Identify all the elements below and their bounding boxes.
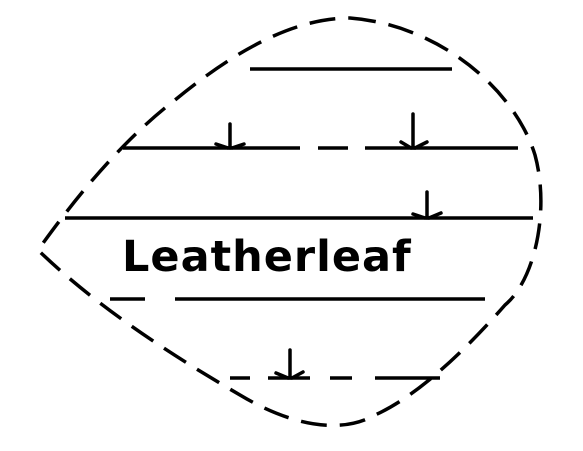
marsh-symbol-icon xyxy=(401,114,427,148)
marsh-symbol-icon xyxy=(413,192,441,218)
marsh-symbol-icon xyxy=(216,124,244,148)
hatch-lines xyxy=(65,69,533,378)
map-label: Leatherleaf xyxy=(122,236,412,279)
marsh-symbol-icon xyxy=(276,350,303,378)
